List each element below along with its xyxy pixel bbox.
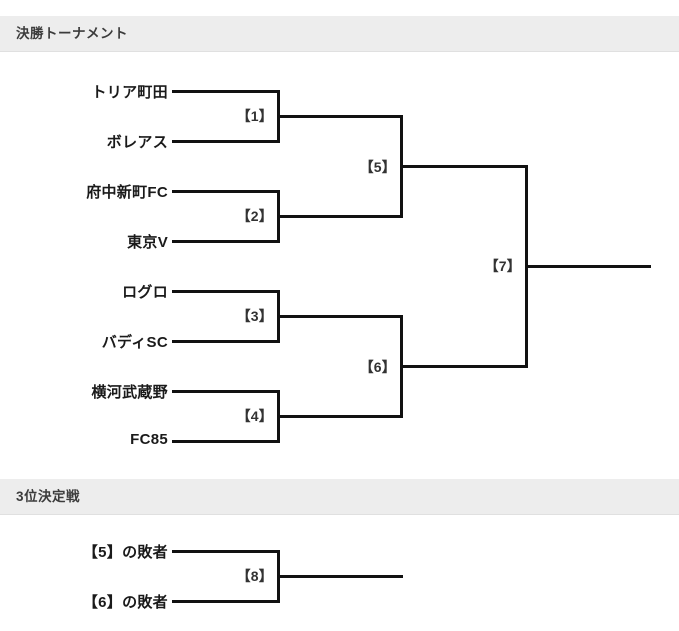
match-number-5: 【5】 — [359, 159, 396, 175]
match-number-8: 【8】 — [236, 568, 273, 584]
bracket-line-m2-out — [277, 215, 403, 218]
bracket-line-team-3 — [172, 190, 280, 193]
match-number-7: 【7】 — [484, 258, 521, 274]
bracket-line-team-7 — [172, 390, 280, 393]
match-number-2: 【2】 — [236, 208, 273, 224]
bracket-line-m3-out — [277, 315, 403, 318]
team-label-8: FC85 — [130, 431, 168, 448]
team-label-4: 東京V — [127, 234, 168, 251]
match-number-3: 【3】 — [236, 308, 273, 324]
section-title-final-tournament: 決勝トーナメント — [16, 26, 128, 41]
bracket-line-m1-out — [277, 115, 403, 118]
team-label-1: トリア町田 — [91, 84, 168, 101]
bracket-line-team-8 — [172, 440, 280, 443]
bracket-line-third-1 — [172, 550, 280, 553]
bracket-line-team-6 — [172, 340, 280, 343]
bracket-line-m4-out — [277, 415, 403, 418]
bracket-line-third-2 — [172, 600, 280, 603]
match-number-6: 【6】 — [359, 359, 396, 375]
match-number-4: 【4】 — [236, 408, 273, 424]
team-label-7: 横河武蔵野 — [91, 384, 168, 401]
team-label-5: ログロ — [122, 284, 168, 301]
third-place-entrant-1: 【5】の敗者 — [82, 544, 168, 561]
bracket-line-team-4 — [172, 240, 280, 243]
bracket-line-m5-out — [400, 165, 528, 168]
bracket-line-team-2 — [172, 140, 280, 143]
team-label-6: バディSC — [101, 334, 168, 351]
team-label-2: ボレアス — [106, 134, 168, 151]
bracket-line-champion — [525, 265, 651, 268]
section-title-third-place: 3位決定戦 — [16, 489, 81, 504]
bracket-line-m6-out — [400, 365, 528, 368]
team-label-3: 府中新町FC — [86, 184, 168, 201]
third-place-entrant-2: 【6】の敗者 — [82, 594, 168, 611]
bracket-line-team-5 — [172, 290, 280, 293]
section-header-third-place: 3位決定戦 — [0, 479, 679, 515]
bracket-line-third-winner — [277, 575, 403, 578]
bracket-line-team-1 — [172, 90, 280, 93]
match-number-1: 【1】 — [236, 108, 273, 124]
section-header-final-tournament: 決勝トーナメント — [0, 16, 679, 52]
